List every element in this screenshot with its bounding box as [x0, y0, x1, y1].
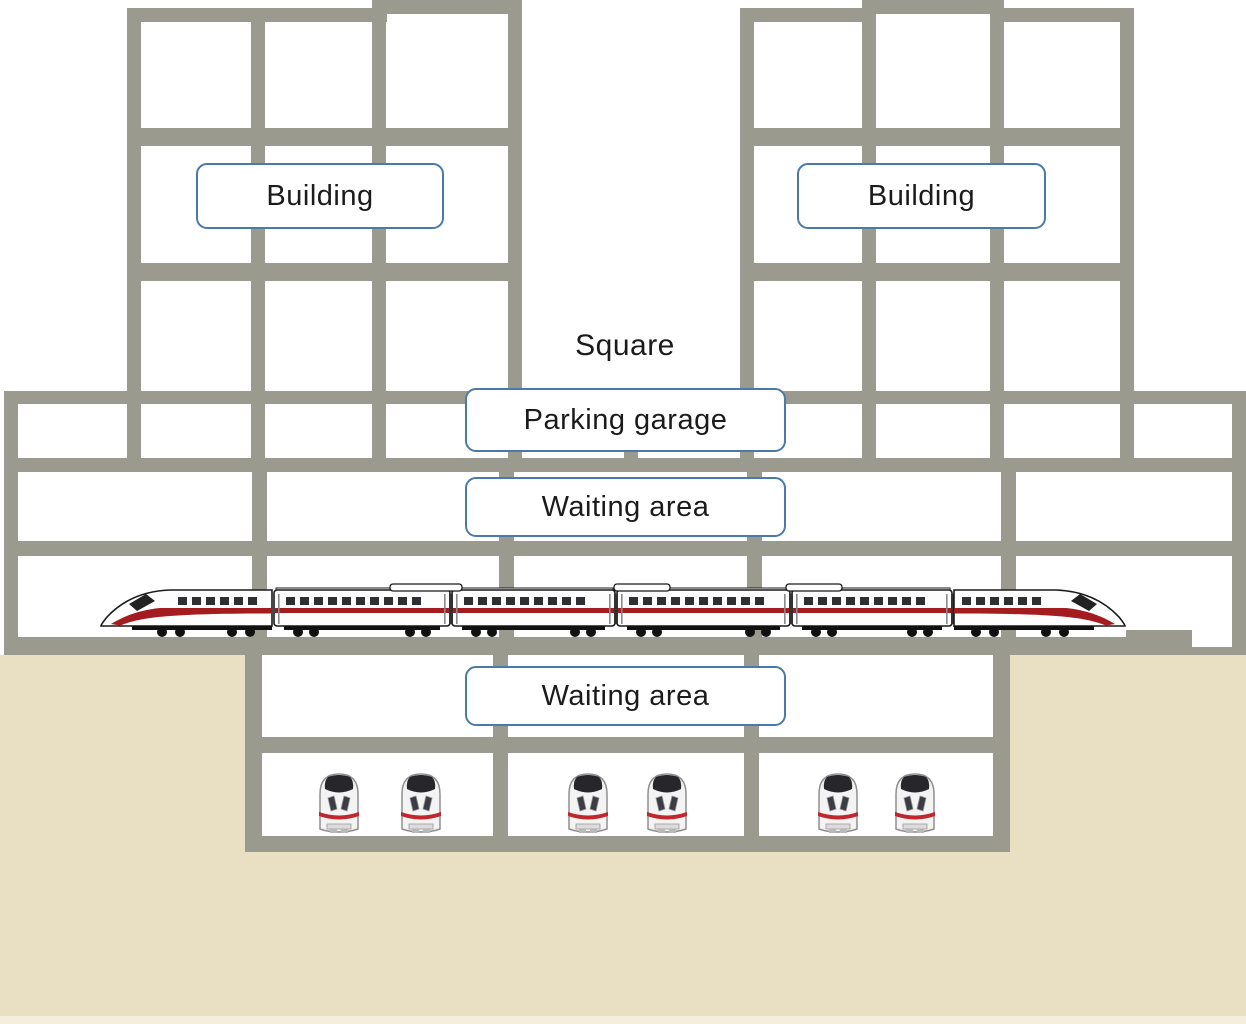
right-building-column	[862, 0, 876, 458]
station-beam	[4, 541, 1246, 556]
stair-notch	[1192, 637, 1232, 647]
right-building-floor-beam	[740, 128, 1134, 146]
platform-floor-beam	[4, 637, 1246, 655]
left-building-column	[251, 8, 265, 458]
high-speed-train-side-icon	[100, 583, 1126, 637]
train-front-icon	[400, 773, 442, 834]
train-front-icon	[894, 773, 936, 834]
left-building-floor-beam	[127, 128, 522, 146]
waiting-column	[1001, 472, 1016, 541]
platform-step	[1126, 630, 1192, 637]
train-front-icon	[817, 773, 859, 834]
train-front-icon	[318, 773, 360, 834]
left-building-roof-beam	[372, 0, 522, 14]
underground-right-wall	[993, 655, 1010, 852]
right-building-column	[990, 0, 1004, 458]
left-building-floor-beam	[127, 263, 522, 281]
waiting-column	[252, 472, 267, 541]
right-building-column	[740, 8, 754, 458]
building-label-left: Building	[196, 163, 444, 229]
train-front-icon	[567, 773, 609, 834]
station-right-wall	[1232, 391, 1246, 655]
right-building-roof-beam	[862, 0, 1004, 14]
underground-floor-beam	[245, 836, 1010, 852]
station-beam	[4, 458, 1246, 472]
underground-mid-beam	[245, 737, 1010, 753]
waiting-area-label-lower: Waiting area	[465, 666, 786, 726]
ground-bottom-strip	[0, 1016, 1246, 1024]
right-building-floor-beam	[740, 263, 1134, 281]
station-left-wall	[4, 391, 18, 655]
parking-garage-label: Parking garage	[465, 388, 786, 452]
left-building-column	[372, 0, 386, 458]
right-building-roof-beam	[740, 8, 876, 22]
building-label-right: Building	[797, 163, 1046, 229]
right-building-roof-beam	[990, 8, 1134, 22]
square-label: Square	[575, 329, 675, 362]
train-front-icon	[646, 773, 688, 834]
right-building-column	[1120, 8, 1134, 458]
underground-left-wall	[245, 655, 262, 852]
left-building-column	[508, 0, 522, 458]
left-building-column	[127, 8, 141, 458]
waiting-area-label-upper: Waiting area	[465, 477, 786, 537]
